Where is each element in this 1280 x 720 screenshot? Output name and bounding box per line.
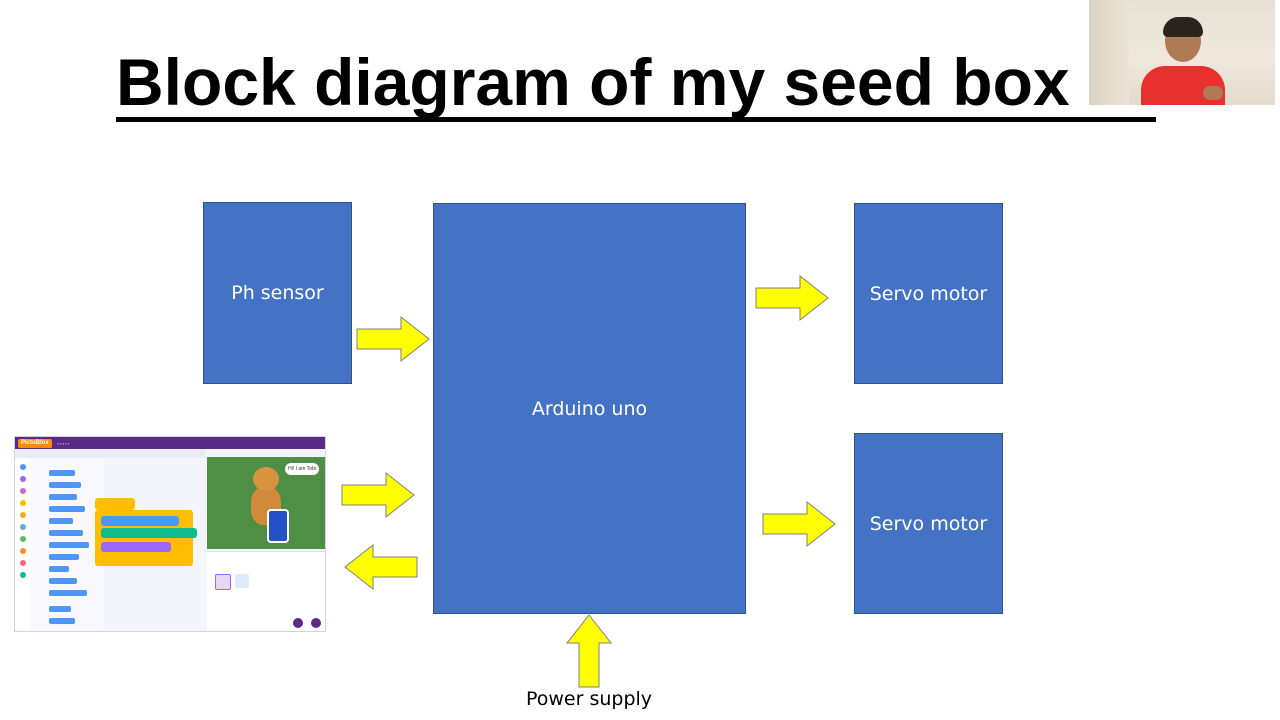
arrow-arduino-to-software [344, 543, 418, 591]
arduino-block: Arduino uno [433, 203, 746, 614]
screenshot-menu-placeholder: ▪ ▪ ▪ ▪ ▪ [57, 440, 70, 446]
servo-motor-bottom-block: Servo motor [854, 433, 1003, 614]
bear-sprite [253, 467, 279, 491]
ph-sensor-label: Ph sensor [231, 282, 324, 304]
servo-motor-bottom-label: Servo motor [869, 512, 988, 535]
slide-title: Block diagram of my seed box [116, 45, 1070, 119]
screenshot-stage: Hi! I am Tobi [207, 457, 325, 549]
screenshot-block-list [31, 458, 104, 631]
ph-sensor-block: Ph sensor [203, 202, 352, 384]
servo-motor-top-label: Servo motor [869, 282, 988, 305]
title-underline [116, 117, 1156, 122]
arrow-arduino-to-servo-top [755, 274, 829, 322]
power-supply-label: Power supply [525, 688, 653, 710]
screenshot-category-palette [15, 458, 32, 631]
webcam-video-overlay [1089, 0, 1275, 105]
arrow-power-to-arduino [565, 614, 613, 688]
screenshot-menubar: PictoBlox ▪ ▪ ▪ ▪ ▪ [15, 437, 325, 449]
arrow-ph-to-arduino [356, 315, 430, 363]
screenshot-sprite-panel [207, 551, 325, 631]
pictoblox-screenshot: PictoBlox ▪ ▪ ▪ ▪ ▪ Hi! I [14, 436, 326, 632]
speech-bubble: Hi! I am Tobi [285, 463, 319, 475]
arrow-arduino-to-servo-bottom [762, 500, 836, 548]
arduino-label: Arduino uno [531, 397, 648, 420]
drum-icon [267, 509, 289, 543]
screenshot-script-area [95, 458, 219, 631]
servo-motor-top-block: Servo motor [854, 203, 1003, 384]
pictoblox-logo: PictoBlox [18, 438, 52, 448]
arrow-software-to-arduino [341, 471, 415, 519]
